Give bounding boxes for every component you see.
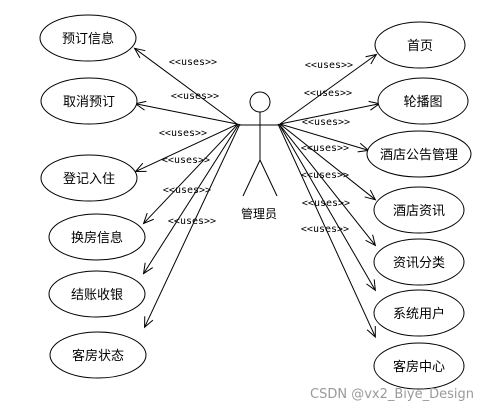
use-case-ellipse (48, 213, 146, 261)
uses-association: <<uses>> (278, 123, 376, 292)
arrowhead (133, 47, 146, 59)
actor-left-leg (242, 159, 261, 197)
use-case-label: 客房中心 (393, 359, 445, 375)
association-line (134, 47, 238, 125)
uses-stereotype-label: <<uses>> (304, 88, 352, 99)
use-case-label: 登记入住 (63, 172, 115, 187)
use-case-label: 系统用户 (393, 306, 445, 322)
use-case-ellipse (48, 270, 146, 318)
arrowhead (142, 212, 154, 225)
association-layer: <<uses>> <<uses>> <<uses>> <<uses>> <<uses>>… (133, 47, 381, 339)
use-case-left[interactable]: 结账收银 (48, 270, 146, 318)
arrowhead (144, 316, 154, 329)
use-case-label: 换房信息 (71, 230, 123, 246)
association-line (278, 123, 376, 246)
use-case-right[interactable]: 首页 (374, 21, 466, 69)
uses-association: <<uses>> (277, 123, 376, 339)
association-line (144, 123, 241, 328)
uses-association: <<uses>> (278, 123, 377, 247)
uses-stereotype-label: <<uses>> (163, 185, 211, 196)
use-case-ellipse (373, 186, 465, 234)
use-case-ellipse (49, 331, 147, 379)
actor-admin: 管理员 (240, 91, 280, 221)
arrowhead (365, 53, 378, 65)
uses-stereotype-label: <<uses>> (159, 128, 207, 139)
use-case-ellipse (40, 154, 138, 202)
association-line (143, 123, 239, 224)
use-case-ellipse (373, 289, 465, 337)
uses-stereotype-label: <<uses>> (302, 117, 350, 128)
use-case-left[interactable]: 取消预订 (40, 77, 138, 125)
use-case-right[interactable]: 资讯分类 (373, 238, 465, 286)
uses-association: <<uses>> (133, 47, 238, 125)
use-case-left[interactable]: 换房信息 (48, 213, 146, 261)
use-case-right[interactable]: 客房中心 (373, 342, 465, 390)
uses-association: <<uses>> (142, 123, 240, 275)
uses-stereotype-label: <<uses>> (301, 170, 349, 181)
use-case-ellipse (40, 77, 138, 125)
use-case-ellipse (373, 238, 465, 286)
uses-stereotype-label: <<uses>> (168, 216, 216, 227)
association-line (279, 103, 380, 125)
uses-stereotype-label: <<uses>> (301, 224, 349, 235)
arrowhead (142, 262, 154, 275)
use-case-ellipse (373, 342, 465, 390)
arrowhead (365, 234, 377, 247)
uses-association: <<uses>> (134, 91, 238, 125)
association-line (278, 123, 376, 291)
watermark-text: CSDN @vx2_Biye_Design (310, 387, 474, 402)
association-line (135, 123, 239, 172)
uses-stereotype-label: <<uses>> (305, 60, 353, 71)
uses-association: <<uses>> (142, 123, 239, 225)
use-case-right[interactable]: 酒店公告管理 (366, 130, 472, 178)
uses-stereotype-label: <<uses>> (162, 155, 210, 166)
actor-right-leg (259, 159, 278, 197)
use-case-label: 预订信息 (62, 31, 114, 47)
use-case-ellipse (366, 130, 472, 178)
association-line (277, 123, 376, 338)
arrowhead (364, 189, 377, 201)
uses-stereotype-label: <<uses>> (301, 143, 349, 154)
uses-association: <<uses>> (144, 123, 241, 329)
use-case-label: 酒店资讯 (393, 204, 445, 219)
use-case-ellipse (374, 21, 466, 69)
use-case-right[interactable]: 系统用户 (373, 289, 465, 337)
uses-association: <<uses>> (279, 123, 377, 201)
actor-label: 管理员 (241, 206, 277, 221)
use-case-ellipse (39, 14, 137, 62)
association-line (135, 103, 238, 125)
uses-stereotype-label: <<uses>> (171, 91, 219, 102)
arrowhead (366, 325, 376, 339)
use-case-left[interactable]: 登记入住 (40, 154, 138, 202)
use-case-right[interactable]: 酒店资讯 (373, 186, 465, 234)
uses-association: <<uses>> (279, 53, 378, 125)
association-line (279, 123, 369, 151)
association-line (143, 123, 240, 274)
use-case-label: 酒店公告管理 (380, 148, 458, 163)
use-case-label: 取消预订 (63, 95, 115, 110)
use-case-label: 首页 (407, 39, 433, 54)
use-case-left[interactable]: 预订信息 (39, 14, 137, 62)
use-case-label: 结账收银 (71, 288, 123, 303)
use-case-right[interactable]: 轮播图 (377, 77, 469, 125)
use-case-label: 轮播图 (403, 95, 442, 110)
use-case-label: 客房状态 (72, 348, 124, 364)
arrowhead (366, 279, 376, 292)
use-case-label: 资讯分类 (393, 256, 445, 271)
uses-stereotype-label: <<uses>> (169, 57, 217, 68)
use-case-ellipse (377, 77, 469, 125)
use-case-left[interactable]: 客房状态 (49, 331, 147, 379)
uses-stereotype-label: <<uses>> (302, 198, 350, 209)
actor-head (249, 91, 271, 113)
association-line (279, 123, 376, 201)
association-line (279, 54, 377, 125)
